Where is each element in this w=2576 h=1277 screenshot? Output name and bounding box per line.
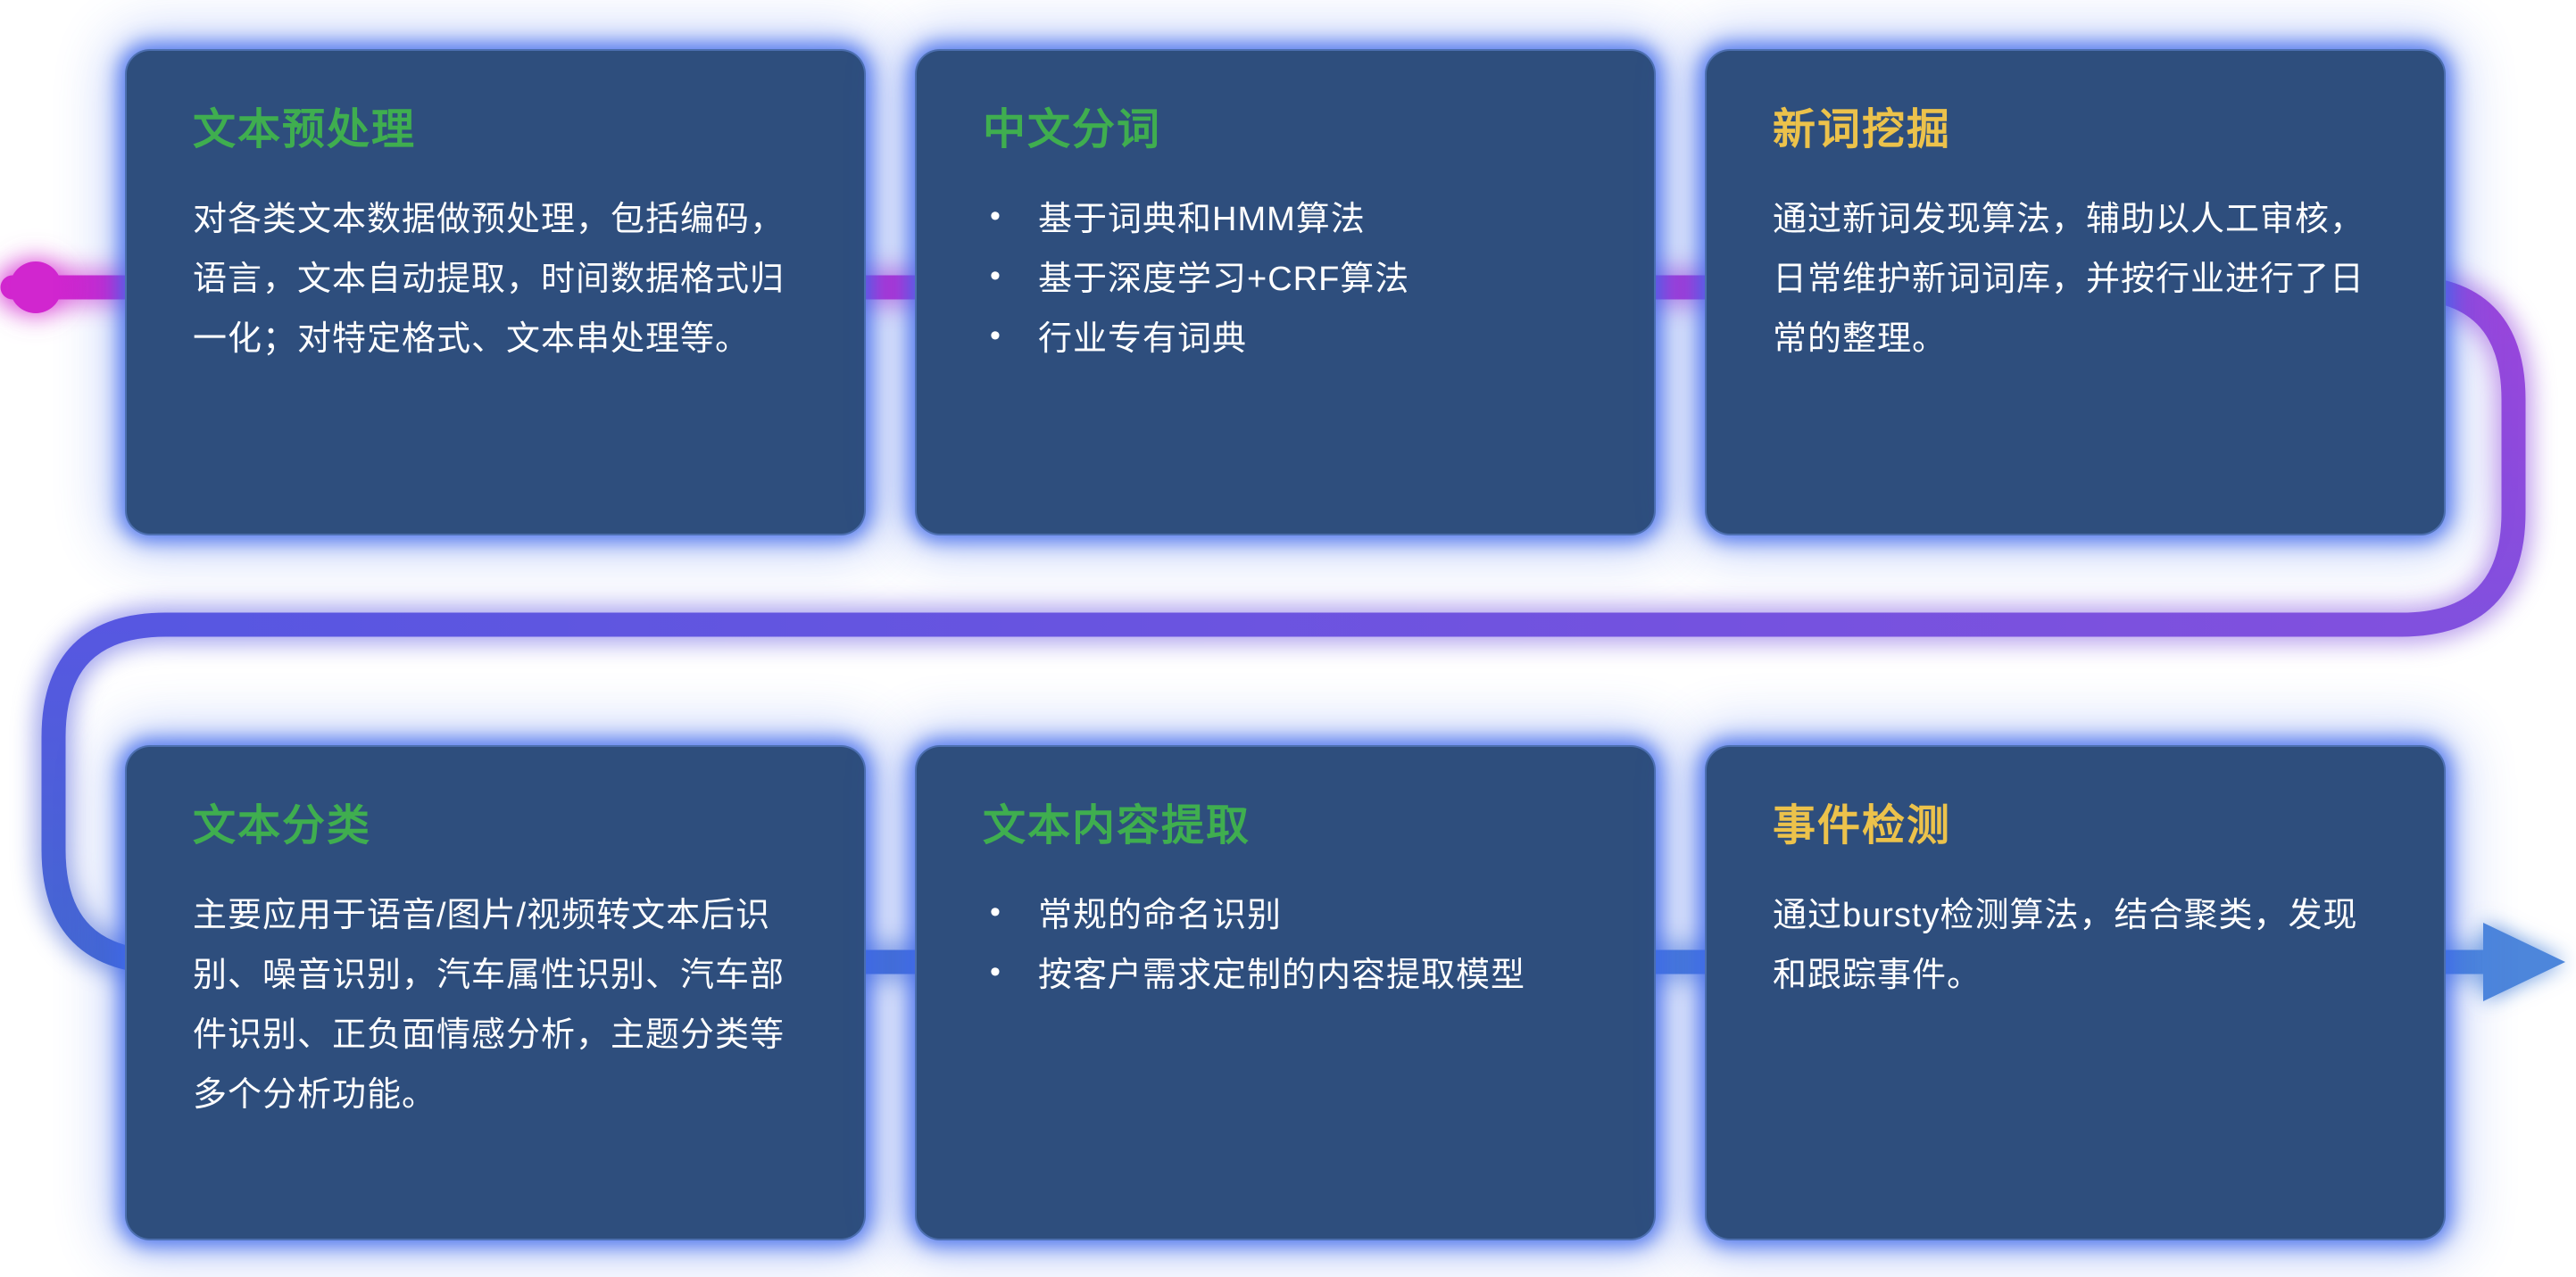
bullet-item: 基于深度学习+CRF算法: [983, 250, 1575, 310]
card-event-detection: 事件检测 通过bursty检测算法，结合聚类，发现和跟踪事件。: [1705, 745, 2446, 1240]
card-title: 事件检测: [1773, 802, 1952, 850]
bullet-item: 行业专有词典: [983, 310, 1575, 369]
bullet-item: 常规的命名识别: [983, 886, 1575, 946]
card-bullet-list: 基于词典和HMM算法 基于深度学习+CRF算法 行业专有词典: [983, 190, 1575, 369]
card-body: 对各类文本数据做预处理，包括编码，语言，文本自动提取，时间数据格式归一化；对特定…: [193, 201, 785, 358]
card-body: 主要应用于语音/图片/视频转文本后识别、噪音识别，汽车属性识别、汽车部件识别、正…: [193, 897, 785, 1114]
card-bullet-list: 常规的命名识别 按客户需求定制的内容提取模型: [983, 886, 1575, 1006]
card-body: 通过bursty检测算法，结合聚类，发现和跟踪事件。: [1773, 897, 2358, 994]
card-title: 文本预处理: [193, 106, 417, 153]
bullet-item: 按客户需求定制的内容提取模型: [983, 946, 1575, 1006]
card-title: 文本分类: [193, 802, 372, 850]
card-chinese-word-segmentation: 中文分词 基于词典和HMM算法 基于深度学习+CRF算法 行业专有词典: [915, 49, 1656, 535]
bullet-item: 基于词典和HMM算法: [983, 190, 1575, 250]
card-body: 通过新词发现算法，辅助以人工审核，日常维护新词词库，并按行业进行了日常的整理。: [1773, 201, 2365, 358]
card-text-content-extraction: 文本内容提取 常规的命名识别 按客户需求定制的内容提取模型: [915, 745, 1656, 1240]
card-title: 新词挖掘: [1773, 106, 1952, 153]
card-text-preprocessing: 文本预处理 对各类文本数据做预处理，包括编码，语言，文本自动提取，时间数据格式归…: [125, 49, 866, 535]
card-new-word-mining: 新词挖掘 通过新词发现算法，辅助以人工审核，日常维护新词词库，并按行业进行了日常…: [1705, 49, 2446, 535]
card-title: 文本内容提取: [983, 802, 1251, 850]
card-text-classification: 文本分类 主要应用于语音/图片/视频转文本后识别、噪音识别，汽车属性识别、汽车部…: [125, 745, 866, 1240]
card-title: 中文分词: [983, 106, 1162, 153]
